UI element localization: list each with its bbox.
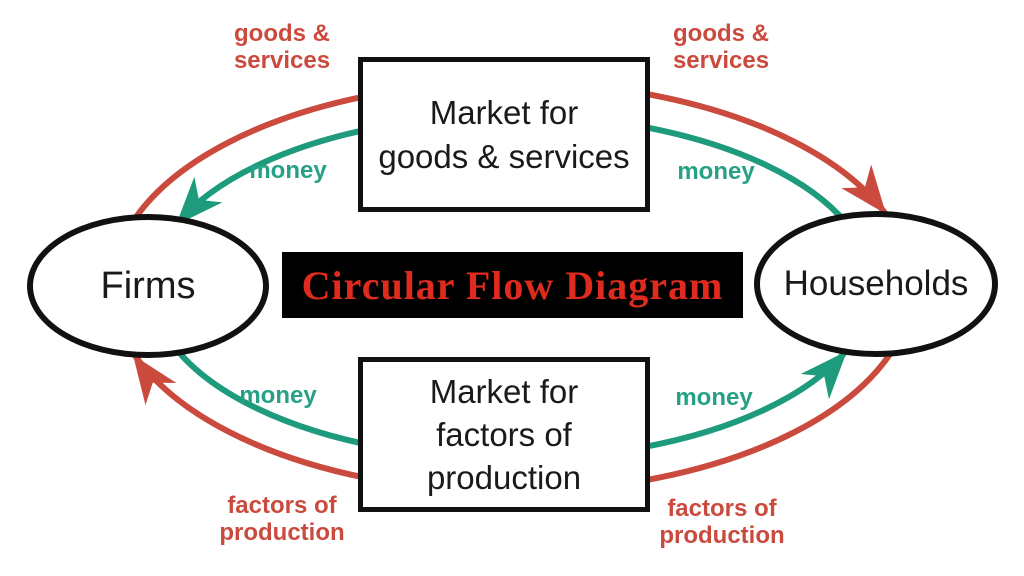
market-goods-services-box: Market for goods & services xyxy=(358,57,650,212)
label-line: production xyxy=(219,519,345,546)
label-goods-services-top-right: goods & services xyxy=(641,20,801,74)
market-goods-line2: goods & services xyxy=(378,137,630,175)
factors-arrowhead-to-firms-icon xyxy=(133,355,177,406)
label-line: goods & xyxy=(673,20,769,47)
market-factors-line3: production xyxy=(426,459,582,496)
label-money-bottom-left: money xyxy=(218,382,338,409)
households-node: Households xyxy=(754,211,998,357)
label-line: goods & xyxy=(234,20,330,47)
market-factors-line1: Market for xyxy=(429,373,579,410)
label-money-top-left: money xyxy=(228,157,348,184)
market-factors-box: Market for factors of production xyxy=(358,357,650,512)
diagram-title: Circular Flow Diagram xyxy=(282,252,743,318)
label-line: factors of xyxy=(227,492,337,519)
households-label: Households xyxy=(783,264,969,303)
label-line: money xyxy=(249,157,327,184)
goods-arrowhead-to-households-icon xyxy=(841,164,886,214)
money-arrowhead-to-households-icon xyxy=(800,351,847,400)
label-line: services xyxy=(233,47,331,74)
market-goods-line1: Market for xyxy=(429,93,579,131)
label-money-top-right: money xyxy=(656,158,776,185)
label-line: production xyxy=(659,522,785,549)
label-line: factors of xyxy=(667,495,777,522)
label-line: money xyxy=(239,382,317,409)
label-line: services xyxy=(672,47,770,74)
label-factors-bottom-left: factors of production xyxy=(192,492,372,546)
firms-label: Firms xyxy=(100,264,196,307)
label-line: money xyxy=(675,384,753,411)
label-factors-bottom-right: factors of production xyxy=(632,495,812,549)
market-factors-line2: factors of xyxy=(436,416,572,453)
diagram-title-text: Circular Flow Diagram xyxy=(301,262,724,308)
firms-node: Firms xyxy=(27,214,269,358)
label-line: money xyxy=(677,158,755,185)
label-goods-services-top-left: goods & services xyxy=(202,20,362,74)
label-money-bottom-right: money xyxy=(654,384,774,411)
money-arrowhead-to-firms-icon xyxy=(176,176,223,225)
